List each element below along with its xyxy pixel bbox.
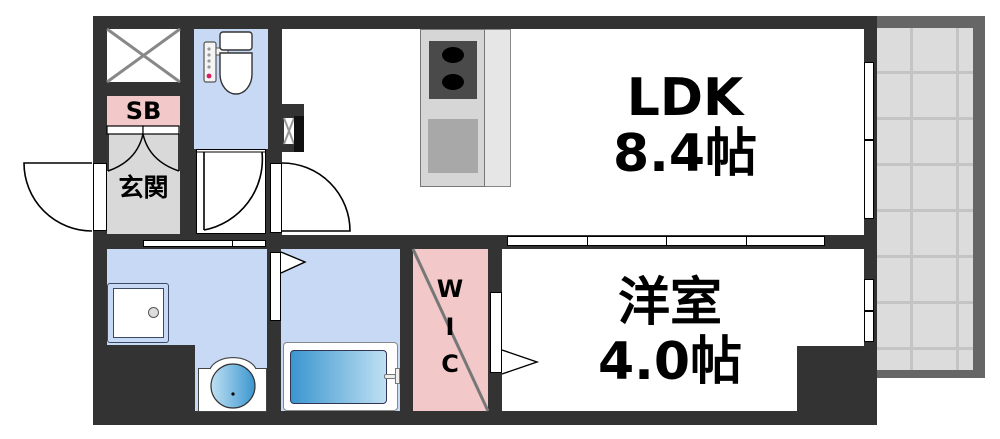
drain-icon bbox=[148, 307, 159, 318]
kitchen-sink bbox=[428, 119, 478, 173]
toilet-icon bbox=[203, 31, 253, 95]
pipe-shaft-cross-icon bbox=[106, 27, 181, 84]
western-room-area: 4.0帖 bbox=[597, 332, 743, 392]
front-door-opening[interactable] bbox=[93, 163, 107, 231]
sliding-door-divider bbox=[587, 236, 589, 246]
wic-letter-w: W bbox=[436, 275, 464, 303]
washroom-sliding-door[interactable] bbox=[143, 240, 266, 247]
entrance-floor bbox=[107, 126, 180, 234]
ldk-door-swing bbox=[281, 162, 351, 232]
washbasin-icon bbox=[209, 356, 257, 409]
entrance-label: 玄関 bbox=[118, 173, 169, 202]
shoe-box: SB bbox=[107, 96, 180, 126]
ldk-name: LDK bbox=[626, 68, 744, 128]
ldk-room bbox=[282, 29, 864, 235]
ldk-area: 8.4帖 bbox=[612, 124, 758, 184]
window-divider bbox=[864, 310, 874, 312]
small-shaft-cross-icon bbox=[283, 117, 295, 145]
sliding-door-divider bbox=[666, 236, 668, 246]
wic-letter-c: C bbox=[441, 350, 459, 378]
bathtub bbox=[290, 350, 387, 404]
wic-diagonal bbox=[411, 248, 490, 412]
burner-icon bbox=[442, 47, 464, 63]
bathroom-door[interactable] bbox=[270, 252, 281, 321]
western-room-corner-wall bbox=[797, 346, 864, 411]
sliding-door-divider bbox=[746, 236, 748, 246]
western-room-name: 洋室 bbox=[617, 273, 722, 333]
ldk-window-divider bbox=[864, 139, 874, 141]
ldk-door-frame[interactable] bbox=[270, 163, 282, 233]
wic-door-arrow bbox=[501, 349, 540, 375]
ldk-window[interactable] bbox=[864, 62, 874, 219]
sliding-door-divider bbox=[232, 240, 234, 247]
wic-letter-i: I bbox=[445, 313, 455, 341]
faucet-base bbox=[395, 368, 400, 384]
small-shaft-dark bbox=[294, 116, 304, 152]
bathroom-door-arrow bbox=[280, 251, 307, 274]
shoe-box-label: SB bbox=[125, 97, 162, 125]
burner-icon bbox=[442, 74, 464, 90]
wic-door[interactable] bbox=[490, 292, 502, 373]
balcony-floor bbox=[876, 28, 973, 370]
front-door-swing bbox=[23, 162, 93, 232]
toilet-door-swing bbox=[196, 151, 266, 231]
entrance-storage-doors bbox=[106, 125, 180, 172]
